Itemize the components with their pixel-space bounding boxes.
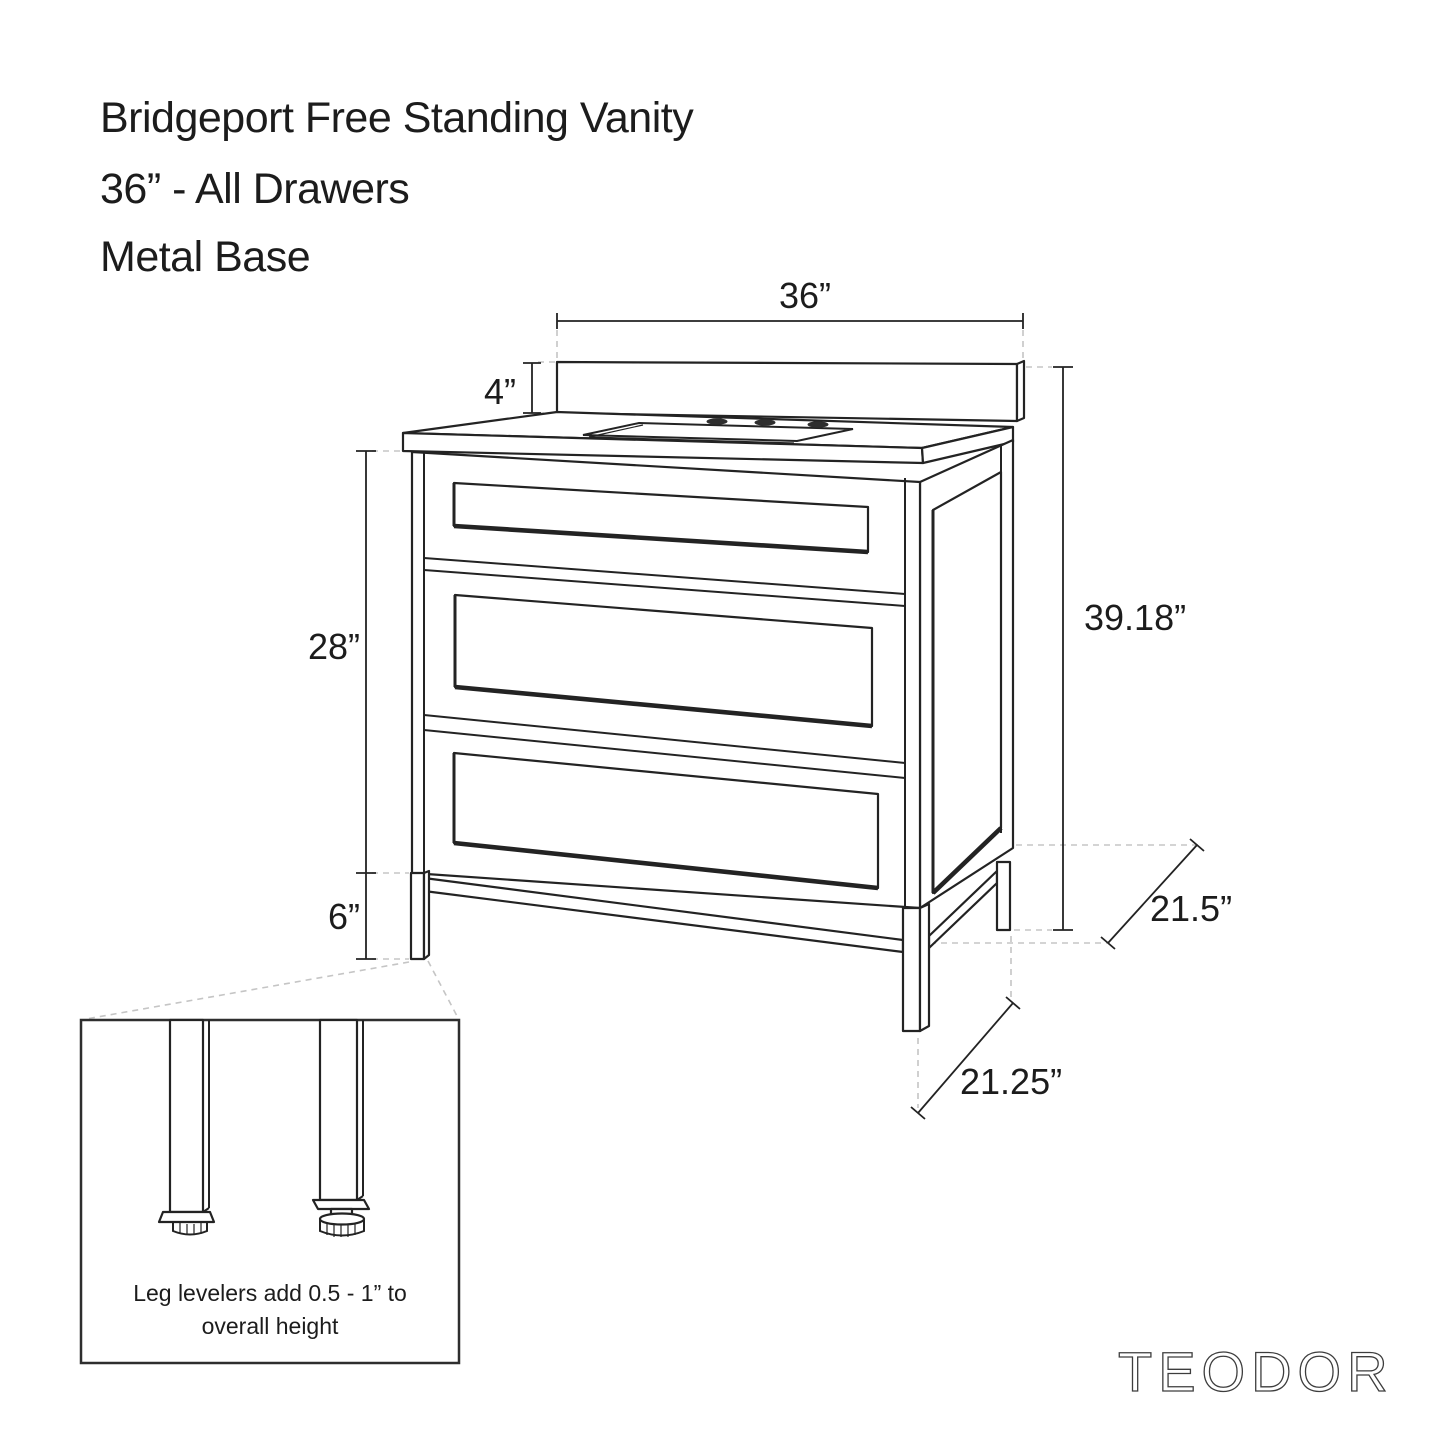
dim-backsplash-height: 4” bbox=[484, 362, 541, 414]
inset-left-leg bbox=[157, 1018, 216, 1236]
sink-cutout-rim bbox=[588, 436, 795, 444]
side-inset-panel bbox=[931, 470, 1003, 895]
drawer-gap-2 bbox=[423, 714, 906, 779]
dim-line bbox=[356, 450, 376, 960]
leg-side bbox=[918, 902, 931, 1033]
sink-cutout bbox=[582, 421, 854, 444]
front-left-leg bbox=[409, 869, 431, 961]
dimension-label-cabinet-height: 28” bbox=[308, 626, 360, 667]
front-right-leg bbox=[901, 902, 931, 1033]
dimension-label-overall-height: 39.18” bbox=[1084, 597, 1186, 638]
dimension-label-backsplash: 4” bbox=[484, 371, 516, 412]
drawer-gap-line bbox=[423, 557, 906, 595]
drawer-gap-line bbox=[423, 729, 906, 779]
leg-front bbox=[901, 906, 922, 1033]
vanity-drawing bbox=[401, 359, 1026, 1033]
sink-cutout-outline bbox=[582, 421, 854, 443]
cabinet-front bbox=[410, 450, 922, 910]
sink-cutout-rim bbox=[588, 424, 644, 438]
leg-detail-inset: Leg levelers add 0.5 - 1” to overall hei… bbox=[79, 1018, 461, 1365]
title-line-3: Metal Base bbox=[100, 233, 310, 281]
backsplash bbox=[555, 359, 1026, 423]
leveler-cap bbox=[157, 1210, 216, 1224]
dimension-label-countertop-depth: 21.5” bbox=[1150, 888, 1232, 929]
drawer-3-panel-shadow bbox=[453, 840, 879, 891]
drawer-gap-1 bbox=[423, 557, 906, 607]
faucet-hole-icon bbox=[754, 419, 776, 426]
dim-line bbox=[556, 313, 1024, 329]
faucet-hole-icon bbox=[706, 418, 728, 425]
drawer-2 bbox=[453, 593, 874, 729]
backsplash-front bbox=[555, 360, 1019, 423]
dim-top-width: 36” bbox=[556, 275, 1024, 329]
leveler-knob-ribs bbox=[179, 1223, 202, 1235]
back-right-leg bbox=[995, 860, 1012, 932]
faucet-hole-icon bbox=[807, 421, 829, 428]
inset-right-leg bbox=[311, 1018, 371, 1237]
leveler-note-line-1: Leg levelers add 0.5 - 1” to bbox=[133, 1280, 407, 1306]
leveler-knob bbox=[172, 1222, 208, 1236]
brand-logo: TEODOR bbox=[1118, 1340, 1394, 1403]
drawer-1 bbox=[452, 481, 870, 555]
cabinet-side-panel bbox=[918, 438, 1015, 910]
faucet-holes bbox=[706, 418, 829, 428]
detail-callout-line bbox=[427, 960, 458, 1017]
inset-box bbox=[79, 1018, 461, 1365]
detail-callout-line bbox=[85, 961, 410, 1020]
drawer-2-panel-shadow bbox=[454, 684, 873, 729]
dim-line bbox=[910, 996, 1021, 1120]
dimension-label-base-depth: 21.25” bbox=[960, 1061, 1062, 1102]
dim-line bbox=[1100, 838, 1205, 950]
leveler-note-line-2: overall height bbox=[202, 1313, 339, 1339]
dim-countertop-depth: 21.5” bbox=[1100, 838, 1232, 950]
leg-front bbox=[409, 871, 426, 961]
side-inset-panel-shadow bbox=[931, 826, 1003, 895]
dim-cabinet-height: 28” 6” bbox=[308, 450, 376, 960]
page-title: Bridgeport Free Standing Vanity 36” - Al… bbox=[100, 94, 695, 281]
title-line-2: 36” - All Drawers bbox=[100, 165, 409, 213]
dim-overall-height: 39.18” bbox=[1053, 366, 1186, 931]
leg-front bbox=[168, 1018, 205, 1214]
drawer-1-panel-shadow bbox=[453, 523, 869, 555]
title-line-1: Bridgeport Free Standing Vanity bbox=[100, 94, 694, 142]
dimension-label-width: 36” bbox=[779, 275, 831, 316]
leg-front bbox=[318, 1018, 359, 1202]
dimension-label-leg-height: 6” bbox=[328, 896, 360, 937]
leg-front bbox=[995, 860, 1012, 932]
drawer-3 bbox=[452, 751, 880, 891]
drawer-gap-line bbox=[423, 569, 906, 607]
backsplash-side bbox=[1015, 359, 1026, 423]
dimension-annotations: 36” 4” 28” 6” 39.18” 21.5” 21.25” bbox=[308, 275, 1232, 1120]
leveler-knob-top bbox=[318, 1212, 366, 1226]
metal-base bbox=[409, 860, 1012, 1033]
leveler-knob bbox=[319, 1219, 365, 1237]
leveler-cap bbox=[311, 1198, 371, 1211]
dim-line bbox=[1053, 366, 1073, 931]
dim-line bbox=[523, 362, 541, 414]
leveler-knob-ribs bbox=[326, 1223, 356, 1237]
drawer-gap-line bbox=[423, 714, 906, 764]
dim-base-depth: 21.25” bbox=[910, 996, 1062, 1120]
leg-side bbox=[422, 869, 431, 961]
